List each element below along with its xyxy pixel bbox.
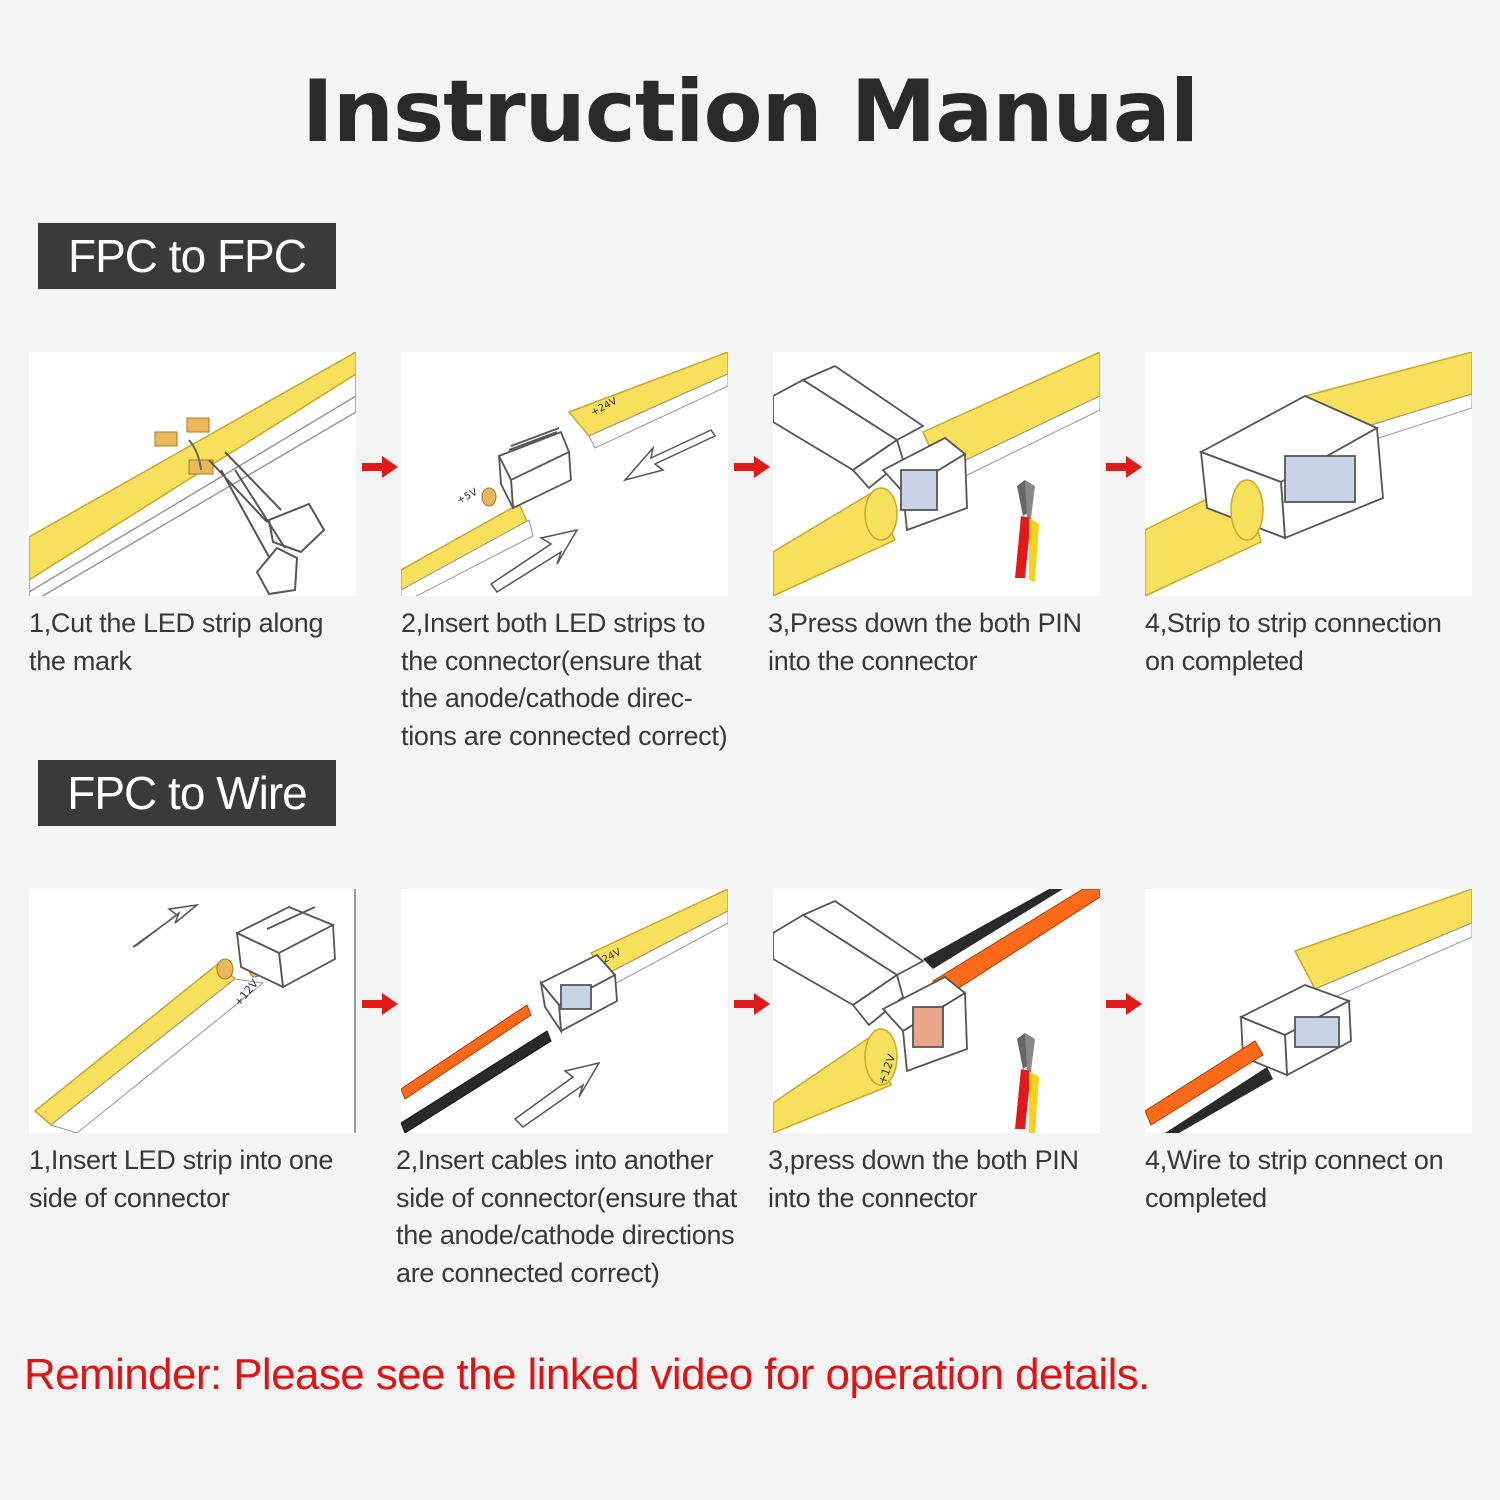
next-step-arrow-icon — [1106, 993, 1142, 1015]
section-label-fpc-to-wire: FPC to Wire — [38, 760, 336, 826]
step-caption: 4,Strip to strip connection on completed — [1145, 605, 1500, 680]
step-caption: 1,Cut the LED strip along the mark — [29, 605, 389, 680]
step-image-cut-strip — [29, 352, 356, 596]
strip-marking-left: +5V — [455, 487, 479, 507]
next-step-arrow-icon — [362, 993, 398, 1015]
step-caption: 1,Insert LED strip into one side of conn… — [29, 1142, 389, 1217]
page-title: Instruction Manual — [0, 62, 1500, 162]
pliers-icon — [1015, 480, 1039, 582]
step-caption: 3,press down the both PIN into the conne… — [768, 1142, 1128, 1217]
section-label-fpc-to-fpc: FPC to FPC — [38, 223, 336, 289]
step-image-strip-connected — [1145, 352, 1472, 596]
step-image-insert-strips: +5V +24V — [401, 352, 728, 596]
reminder-note: Reminder: Please see the linked video fo… — [24, 1350, 1150, 1400]
next-step-arrow-icon — [734, 993, 770, 1015]
arrow-in-icon — [133, 905, 197, 947]
connector-icon — [499, 428, 571, 508]
step-caption: 4,Wire to strip connect on completed — [1145, 1142, 1500, 1217]
step-caption: 2,Insert cables into another side of con… — [396, 1142, 756, 1292]
step-image-press-pins — [773, 352, 1100, 596]
next-step-arrow-icon — [734, 456, 770, 478]
arrow-in-icon — [515, 1063, 599, 1127]
next-step-arrow-icon — [1106, 456, 1142, 478]
step-image-press-pins-wire: +12V — [773, 889, 1100, 1133]
connector-icon — [1241, 985, 1351, 1075]
connector-icon — [541, 955, 617, 1031]
arrow-in-right-icon — [625, 430, 715, 480]
step-image-insert-cables: +24V — [401, 889, 728, 1133]
pliers-icon — [1015, 1033, 1039, 1133]
step-image-insert-strip-one-side: +12V — [29, 889, 356, 1133]
step-caption: 2,Insert both LED strips to the connecto… — [401, 605, 761, 755]
next-step-arrow-icon — [362, 456, 398, 478]
step-caption: 3,Press down the both PIN into the conne… — [768, 605, 1128, 680]
step-image-wire-connected — [1145, 889, 1472, 1133]
